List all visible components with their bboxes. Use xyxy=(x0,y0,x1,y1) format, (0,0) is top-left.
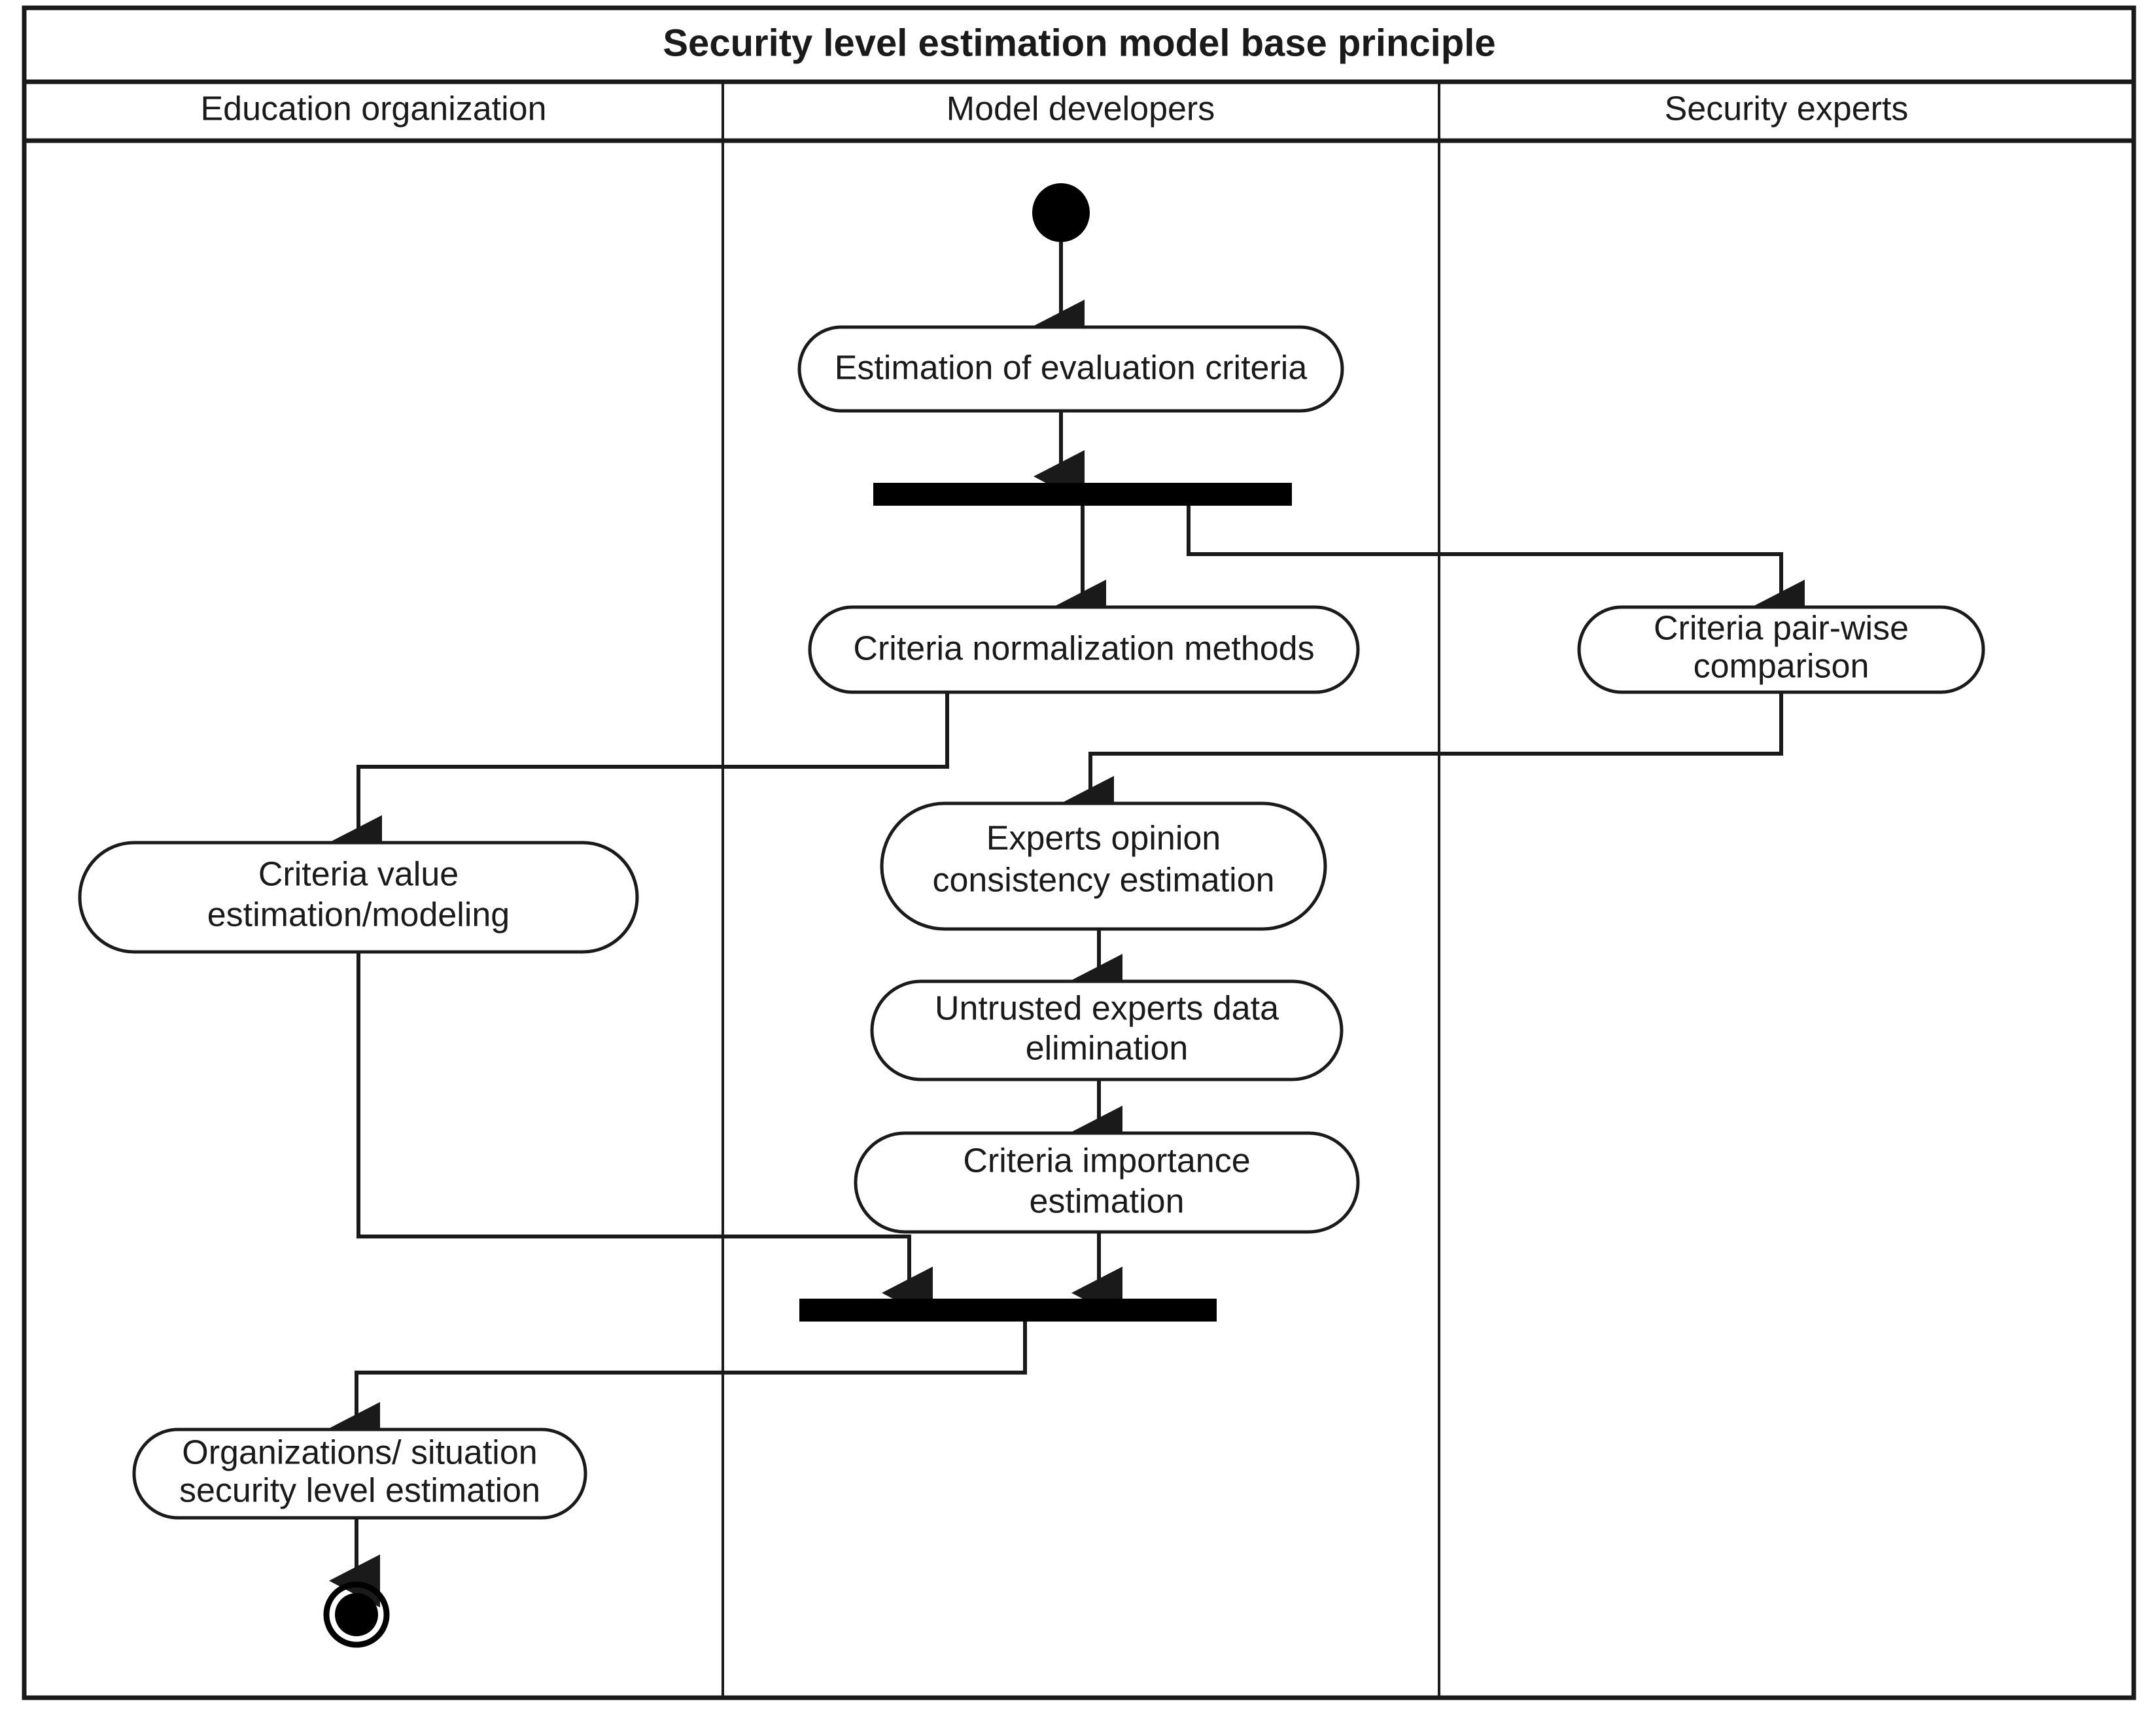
action-label: Estimation of evaluation criteria xyxy=(835,349,1308,387)
final-node[interactable] xyxy=(323,1581,390,1648)
join-bar-1[interactable] xyxy=(799,1299,1217,1322)
action-shape xyxy=(808,605,1360,694)
edge-normalization-to-criteria-value xyxy=(331,692,949,868)
initial-node[interactable] xyxy=(1032,183,1090,242)
edge-fork-to-pairwise xyxy=(1187,505,1805,633)
action-label-line-2: consistency estimation xyxy=(932,862,1274,900)
action-label-line-2: security level estimation xyxy=(179,1472,540,1510)
action-organizations-situation-security-level-estimation[interactable]: Organizations/ situation security level … xyxy=(132,1428,587,1520)
swimlane-headers: Education organization Model developers … xyxy=(200,90,1908,128)
action-label-line-2: estimation/modeling xyxy=(207,896,510,934)
initial-node-circle xyxy=(1032,183,1090,242)
lane-header-security-experts: Security experts xyxy=(1665,90,1909,128)
action-label-line-2: comparison xyxy=(1694,648,1869,686)
action-criteria-value-estimation-modeling[interactable]: Criteria value estimation/modeling xyxy=(78,841,639,954)
action-criteria-pair-wise-comparison[interactable]: Criteria pair-wise comparison xyxy=(1577,605,1985,694)
action-shape xyxy=(880,801,1327,931)
action-shape xyxy=(132,1428,587,1520)
action-criteria-normalization-methods[interactable]: Criteria normalization methods xyxy=(808,605,1360,694)
final-node-core xyxy=(335,1593,378,1636)
action-shape xyxy=(854,1131,1360,1234)
action-estimation-of-evaluation-criteria[interactable]: Estimation of evaluation criteria xyxy=(797,325,1344,413)
action-shape xyxy=(797,325,1344,413)
action-experts-opinion-consistency-estimation[interactable]: Experts opinion consistency estimation xyxy=(880,801,1327,931)
action-shape xyxy=(78,841,639,954)
action-criteria-importance-estimation[interactable]: Criteria importance estimation xyxy=(854,1131,1360,1234)
action-label-line-1: Criteria importance xyxy=(963,1142,1250,1180)
action-shape xyxy=(870,979,1344,1081)
action-label: Criteria normalization methods xyxy=(853,630,1314,668)
action-label-line-1: Criteria value xyxy=(258,856,459,894)
final-node-ring xyxy=(323,1581,390,1648)
action-label-line-1: Experts opinion xyxy=(986,820,1221,858)
action-label-line-2: estimation xyxy=(1030,1183,1185,1221)
edge-criteria-value-to-join xyxy=(356,952,933,1320)
fork-bar-1[interactable] xyxy=(873,483,1292,506)
page-title: Security level estimation model base pri… xyxy=(663,22,1495,64)
action-label-line-1: Organizations/ situation xyxy=(182,1434,537,1472)
action-label-line-1: Criteria pair-wise xyxy=(1654,610,1909,648)
action-label-line-1: Untrusted experts data xyxy=(935,990,1279,1028)
lane-header-model-developers: Model developers xyxy=(947,90,1215,128)
edge-join-to-organizations xyxy=(329,1322,1027,1455)
flow-edges xyxy=(329,242,1805,1607)
action-shape xyxy=(1577,605,1985,694)
action-label-line-2: elimination xyxy=(1026,1030,1189,1068)
action-untrusted-experts-data-elimination[interactable]: Untrusted experts data elimination xyxy=(870,979,1344,1081)
lane-header-education-organization: Education organization xyxy=(200,90,546,128)
edge-pairwise-to-experts-opinion xyxy=(1063,692,1783,829)
